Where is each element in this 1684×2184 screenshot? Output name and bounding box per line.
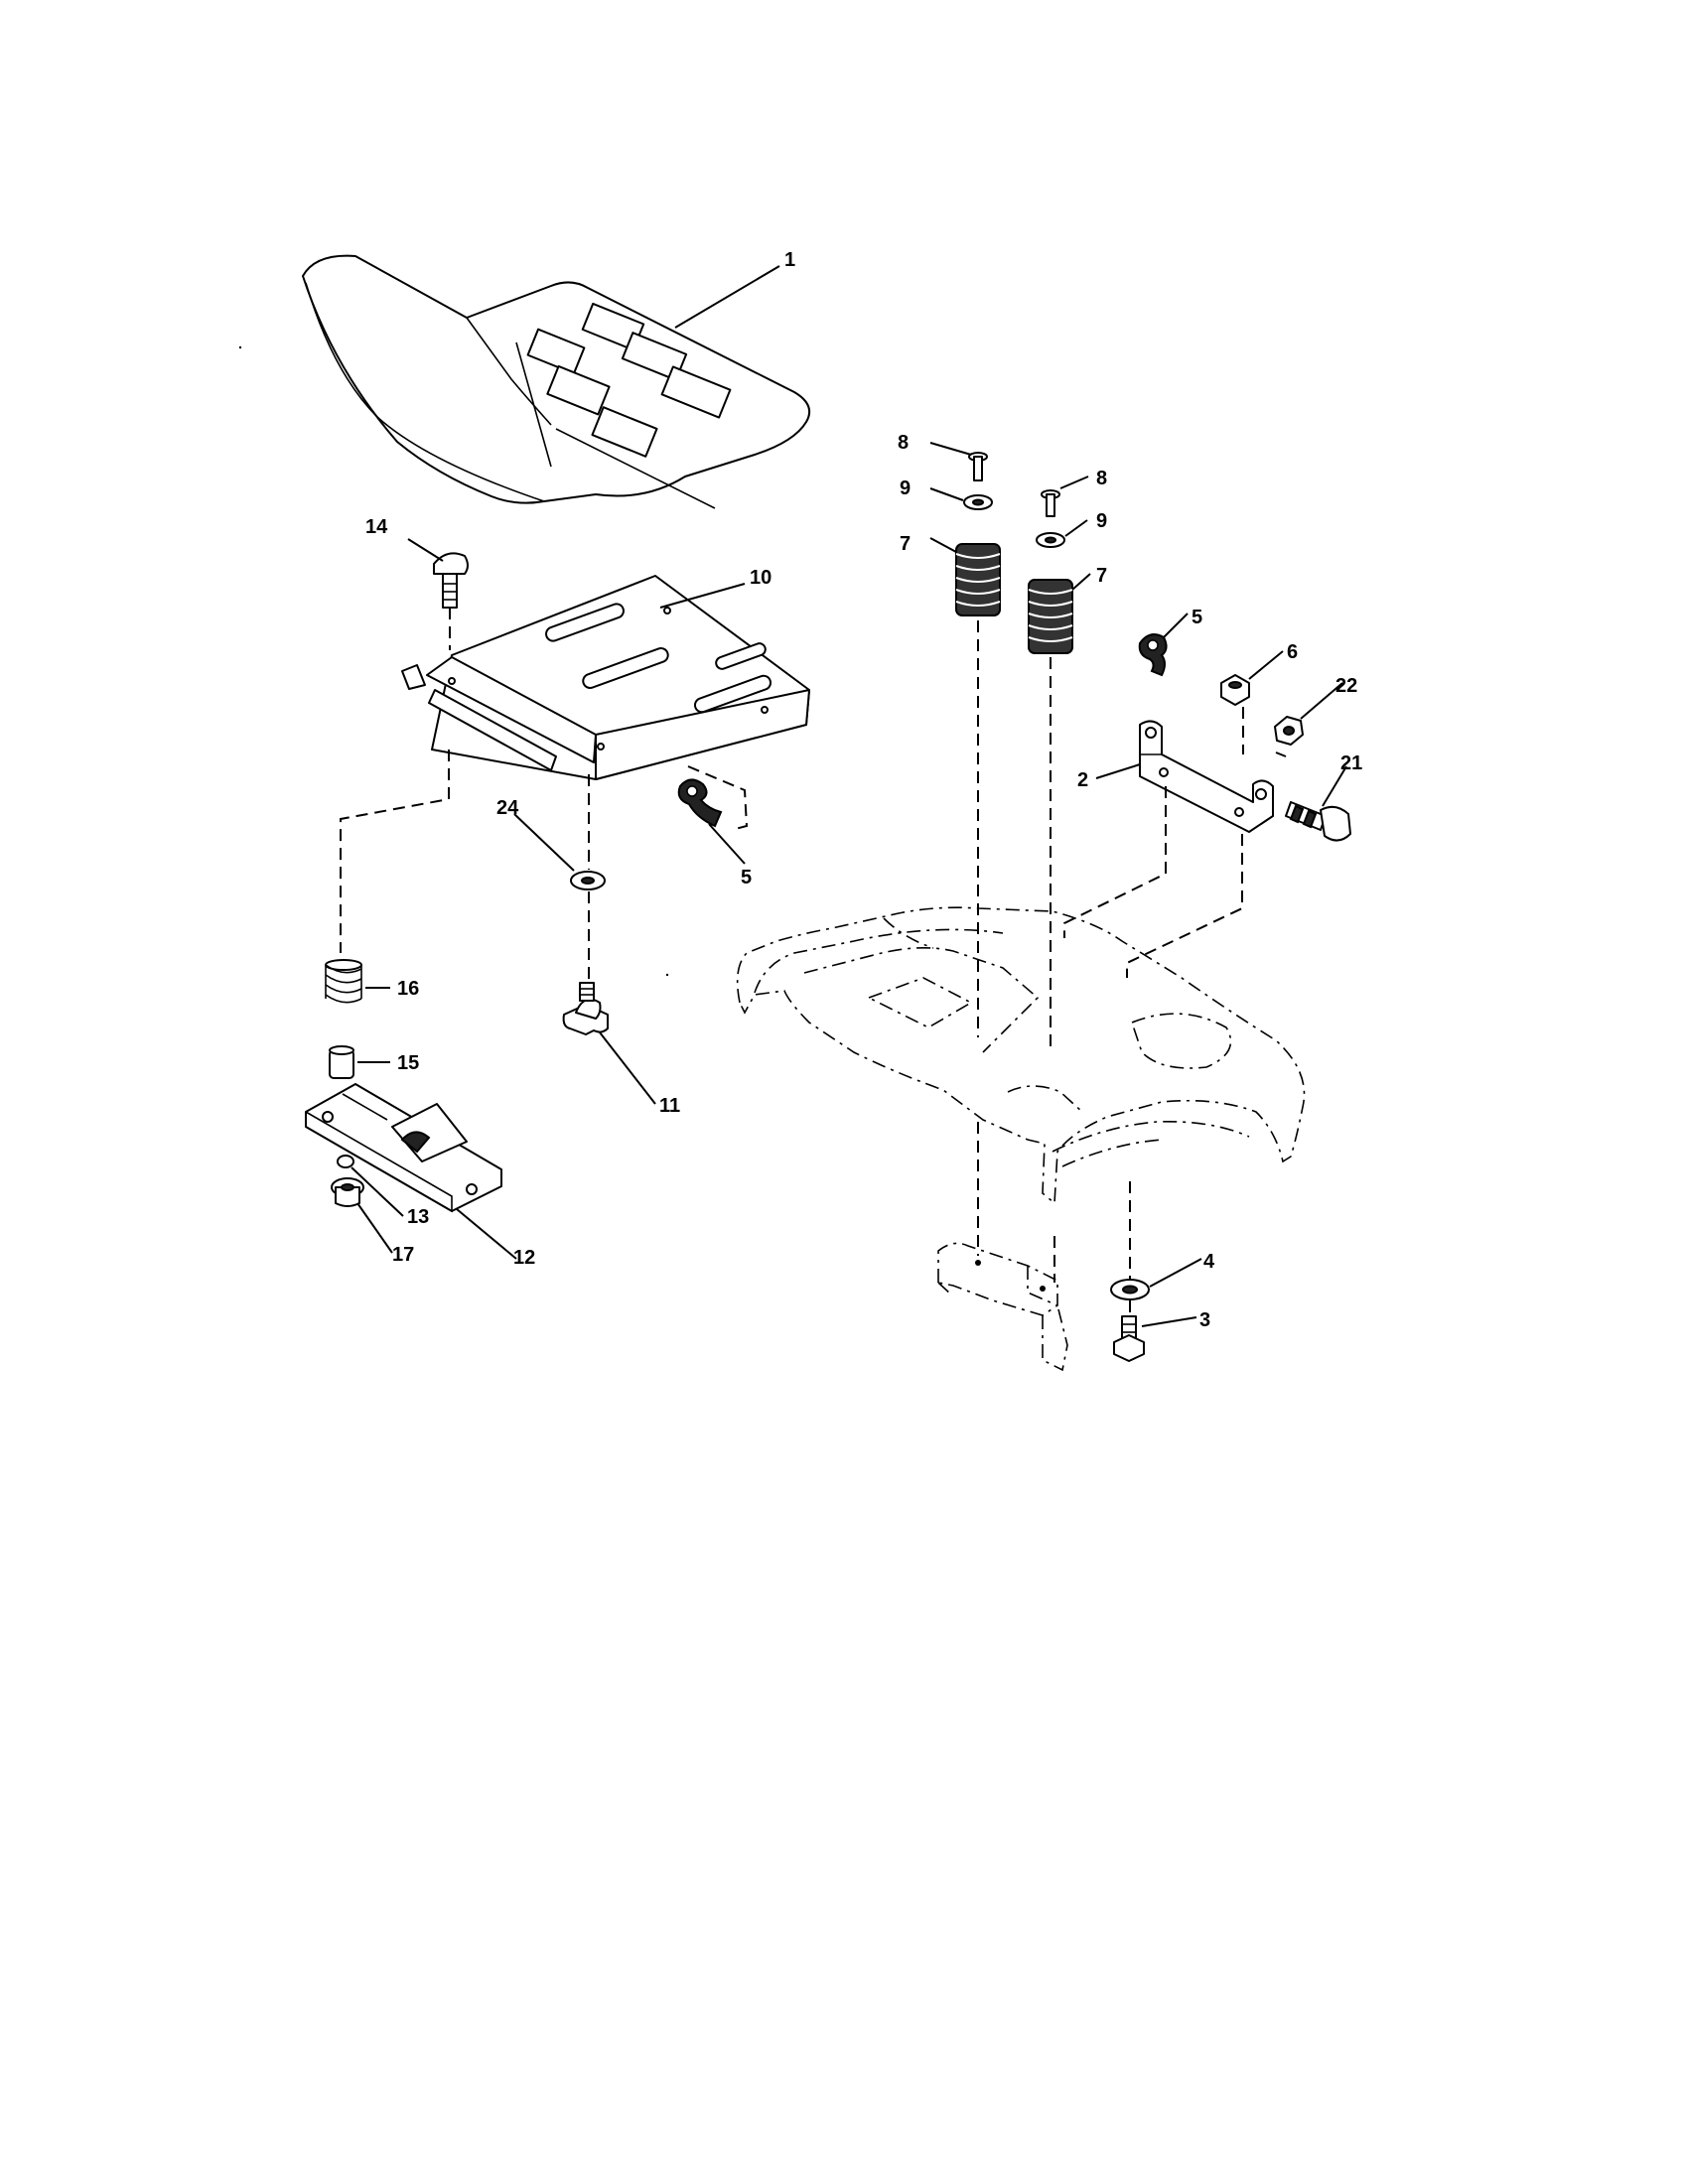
callout-2: 2 [1077, 769, 1088, 791]
nut-small [337, 1155, 354, 1168]
callout-5-left: 5 [741, 867, 752, 888]
carriage-bolt [433, 552, 469, 609]
spring-left [955, 543, 1001, 616]
washer-right [1036, 532, 1065, 548]
callout-15: 15 [397, 1052, 419, 1074]
scan-speck [238, 345, 242, 349]
spacer [329, 1045, 354, 1079]
callout-11: 11 [659, 1095, 680, 1117]
callout-9-right: 9 [1096, 510, 1107, 532]
bolt-left [968, 452, 988, 481]
scan-speck [665, 973, 669, 977]
callout-3: 3 [1199, 1309, 1210, 1331]
callout-7-left: 7 [900, 533, 911, 555]
wing-knob [562, 982, 609, 1035]
callout-24: 24 [496, 797, 519, 819]
seat-bracket [1139, 720, 1274, 833]
seat [302, 254, 810, 509]
flat-washer [1110, 1279, 1150, 1300]
fender-outline [736, 906, 1306, 1205]
hex-nut [1220, 674, 1250, 706]
bolt-right [1041, 489, 1060, 517]
callout-10: 10 [750, 567, 772, 589]
washer-left [963, 494, 993, 510]
shoulder-bolt [1285, 801, 1351, 842]
callout-8-left: 8 [898, 432, 909, 454]
callout-13: 13 [407, 1206, 429, 1228]
callout-9-left: 9 [900, 478, 911, 499]
callout-6: 6 [1287, 641, 1298, 663]
wire-clip-right [1138, 633, 1168, 677]
slide-plate [305, 1083, 502, 1213]
assembly-lines [340, 608, 1287, 1316]
wire-clip [677, 778, 723, 828]
spring-small [325, 959, 362, 1004]
callout-12: 12 [513, 1247, 535, 1269]
callout-labels: 1 14 10 24 5 16 11 15 13 17 12 8 8 9 9 7… [365, 249, 1362, 1331]
callout-5-right: 5 [1192, 607, 1202, 628]
callout-4: 4 [1203, 1251, 1215, 1273]
callout-17: 17 [392, 1244, 414, 1266]
lock-nut [1274, 716, 1304, 746]
callout-7-right: 7 [1096, 565, 1107, 587]
seat-pan [401, 575, 810, 780]
callout-16: 16 [397, 978, 419, 1000]
callout-21: 21 [1340, 752, 1362, 774]
callout-1: 1 [784, 249, 795, 271]
callout-22: 22 [1335, 675, 1357, 697]
flange-nut [331, 1177, 364, 1207]
callout-8-right: 8 [1096, 468, 1107, 489]
washer [570, 871, 606, 890]
leader-lines [351, 265, 1347, 1327]
spring-right [1028, 579, 1073, 654]
frame-mount-outline [937, 1242, 1068, 1372]
callout-14: 14 [365, 516, 388, 538]
hex-bolt [1113, 1315, 1145, 1362]
